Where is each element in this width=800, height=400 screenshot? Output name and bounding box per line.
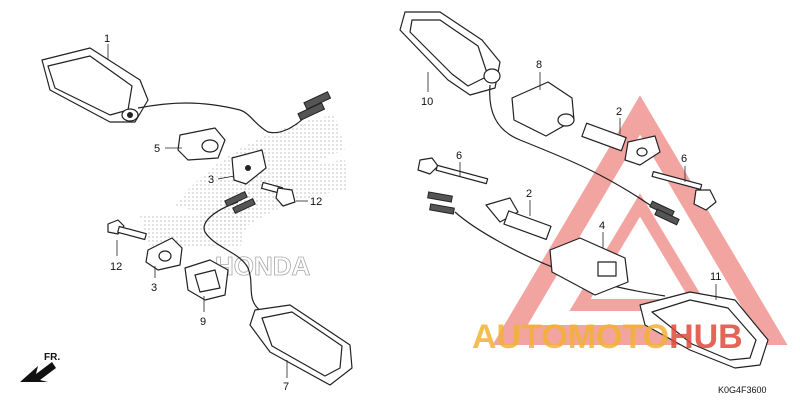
callout-9: 9 (200, 316, 206, 328)
turn-signal-left-rear (249, 304, 353, 386)
wire-lower-left (203, 190, 263, 313)
watermark-hub: HUB (669, 318, 743, 356)
leader-lines (107, 44, 717, 378)
turn-signal-right-front (399, 11, 680, 226)
turn-signal-right-rear (639, 291, 769, 369)
signal-holder (184, 259, 229, 301)
callout-10: 10 (421, 96, 433, 108)
turn-signal-module (549, 237, 629, 296)
mounting-grommet (177, 127, 226, 161)
svg-text:AUTOMOTOHUB: AUTOMOTOHUB (472, 318, 743, 356)
callout-12-upper: 12 (310, 196, 322, 208)
bracket-plate-lower (145, 237, 183, 271)
bolt-upper (260, 181, 296, 207)
collar-lower (485, 197, 552, 241)
front-arrow-icon (20, 362, 56, 382)
watermark-automoto: AUTOMOTO (472, 318, 669, 356)
front-direction-marker: FR. (20, 352, 60, 382)
callout-11: 11 (710, 271, 721, 283)
callout-1: 1 (104, 33, 110, 45)
callout-3-lower: 3 (151, 282, 157, 294)
svg-text:HONDA: HONDA (215, 251, 311, 281)
collar-upper (581, 122, 661, 166)
diagram-reference-code: K0G4F3600 (718, 385, 767, 395)
callout-6-left: 6 (456, 150, 462, 162)
watermark-text: AUTOMOTOHUB (472, 318, 743, 356)
callout-5: 5 (154, 143, 160, 155)
callout-labels: 1 5 3 12 12 3 9 7 10 8 2 6 6 2 4 11 (104, 33, 721, 393)
callout-3-upper: 3 (208, 174, 214, 186)
callout-2-lower: 2 (526, 188, 532, 200)
callout-2-upper: 2 (616, 106, 622, 118)
bolt-lower (107, 219, 147, 241)
bolt-right (651, 170, 717, 211)
callout-6-right: 6 (681, 153, 687, 165)
turn-signal-left-front (41, 47, 332, 134)
callout-7: 7 (283, 381, 289, 393)
rubber-mount (511, 81, 575, 137)
front-label: FR. (44, 352, 60, 363)
bolt-left (417, 157, 489, 185)
callout-4: 4 (599, 220, 605, 232)
callout-8: 8 (536, 59, 542, 71)
callout-12-lower: 12 (110, 261, 122, 273)
